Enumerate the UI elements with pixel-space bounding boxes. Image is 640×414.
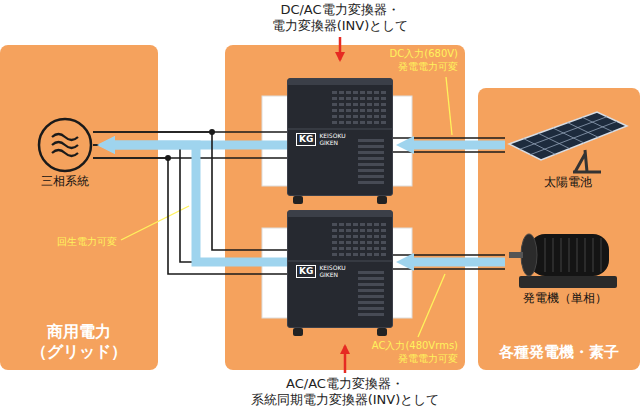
three-phase-grid-symbol: 三相系統 bbox=[37, 117, 93, 189]
generator-drawing bbox=[505, 228, 625, 290]
wire bbox=[393, 137, 505, 139]
wire bbox=[393, 151, 505, 153]
wire bbox=[393, 254, 505, 256]
junction-dot bbox=[165, 155, 171, 161]
source-region-panel: 太陽電池発電機（単相） 各種発電機・素子 bbox=[478, 88, 640, 370]
vent-grille bbox=[332, 223, 386, 256]
solar-panel-drawing bbox=[505, 110, 631, 174]
logo-mark: KG bbox=[296, 133, 316, 146]
top-lip bbox=[288, 79, 392, 85]
power-flow-arrow bbox=[410, 258, 505, 267]
component-label: 発電機（単相） bbox=[523, 291, 607, 306]
pointer-arrow bbox=[339, 37, 342, 60]
region-title: 各種発電機・素子 bbox=[499, 343, 619, 362]
label-holder: DC入力(680V) 発電電力可変 bbox=[380, 48, 458, 73]
leader-line bbox=[446, 77, 452, 135]
caster-wheel bbox=[293, 328, 303, 336]
shaft bbox=[509, 252, 523, 258]
generator: 発電機（単相） bbox=[505, 228, 625, 306]
regen-callout: 回生電力可変 bbox=[50, 236, 124, 249]
inverter-unit: KGKEISOKU GIKEN bbox=[287, 78, 393, 196]
side-vents bbox=[358, 271, 384, 316]
logo-wordmark: KEISOKU GIKEN bbox=[319, 133, 349, 146]
converter-role-caption: AC/AC電力変換器・ 系統同期電力変換器(INV)として bbox=[245, 376, 445, 409]
caster-wheel bbox=[377, 196, 387, 204]
junction-dot bbox=[209, 129, 215, 135]
pv-cell-grid bbox=[520, 117, 617, 155]
caster-wheel bbox=[377, 328, 387, 336]
label-holder: 回生電力可変 bbox=[50, 236, 124, 249]
ac-wave bbox=[52, 134, 78, 140]
label-holder: AC入力(480Vrms) 発電電力可変 bbox=[360, 340, 458, 365]
wire bbox=[393, 268, 505, 270]
grid-circle bbox=[39, 119, 91, 171]
panel-seam bbox=[288, 128, 392, 130]
grid-region-panel: 三相系統商用電力 （グリッド） bbox=[0, 45, 158, 370]
maker-logo: KGKEISOKU GIKEN bbox=[296, 133, 349, 146]
input-callout: DC入力(680V) 発電電力可変 bbox=[380, 48, 458, 73]
leader-line bbox=[418, 274, 445, 337]
end-flange bbox=[521, 234, 537, 276]
converter-role-caption: DC/AC電力変換器・ 電力変換器(INV)として bbox=[260, 2, 420, 35]
power-flow-arrow bbox=[410, 141, 505, 150]
logo-wordmark: KEISOKU GIKEN bbox=[319, 265, 349, 278]
side-vents bbox=[358, 139, 384, 184]
region-title: 商用電力 （グリッド） bbox=[27, 322, 131, 362]
ac-wave bbox=[52, 150, 78, 156]
generator-body bbox=[529, 234, 609, 276]
pv-module bbox=[509, 112, 627, 160]
ac-wave bbox=[52, 142, 78, 148]
component-label: 太陽電池 bbox=[544, 175, 592, 190]
three-phase-grid-symbol-drawing bbox=[37, 117, 93, 173]
panel-stand bbox=[573, 150, 601, 172]
component-label: 三相系統 bbox=[41, 174, 89, 189]
cooling-ribs bbox=[545, 238, 601, 272]
maker-logo: KGKEISOKU GIKEN bbox=[296, 265, 349, 278]
top-lip bbox=[288, 211, 392, 217]
caster-wheel bbox=[293, 196, 303, 204]
generator-base bbox=[519, 276, 617, 288]
converter-region-panel bbox=[225, 45, 465, 370]
input-callout: AC入力(480Vrms) 発電電力可変 bbox=[360, 340, 458, 365]
logo-mark: KG bbox=[296, 265, 316, 278]
pointer-arrow bbox=[344, 346, 347, 373]
label-holder: AC/AC電力変換器・ 系統同期電力変換器(INV)として bbox=[245, 376, 445, 409]
annotation-lines bbox=[121, 37, 452, 373]
vent-grille bbox=[332, 91, 386, 124]
inverter-unit: KGKEISOKU GIKEN bbox=[287, 210, 393, 328]
solar-panel: 太陽電池 bbox=[505, 110, 631, 190]
panel-seam bbox=[288, 260, 392, 262]
label-holder: DC/AC電力変換器・ 電力変換器(INV)として bbox=[260, 2, 420, 35]
